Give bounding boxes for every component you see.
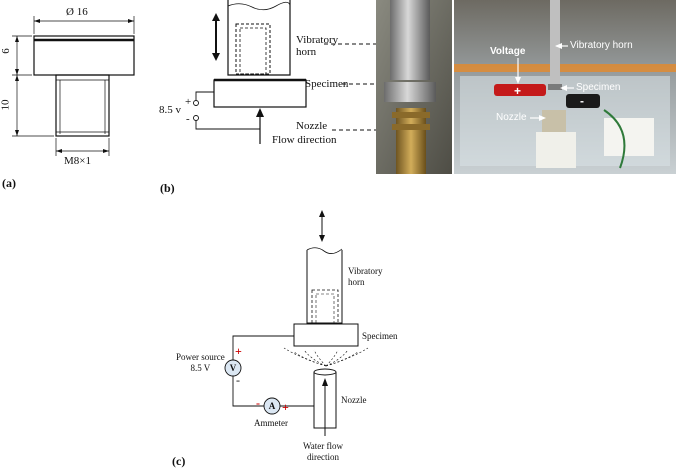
ammeter-plus: + [282,400,289,414]
diameter-label: Ø 16 [66,6,88,18]
terminal-minus [193,115,199,121]
voltmeter-minus: - [236,373,240,387]
b-horn-label: Vibratory horn [296,34,339,58]
terminal-plus [193,100,199,106]
photo-specimen-label: Specimen [576,82,621,93]
panel-c-letter: (c) [172,454,186,468]
b-specimen-label: Specimen [305,78,349,90]
ammeter-symbol [263,397,281,415]
photo-setup: Voltage Vibratory horn Specimen Nozzle +… [454,0,676,174]
panel-b-letter: (b) [160,181,175,195]
photo-plus-sign: + [514,84,522,98]
thread-label: M8×1 [64,155,91,167]
c-water-flow-label: Water flow direction [303,441,344,462]
photo-closeup-image [376,0,452,174]
c-nozzle-label: Nozzle [341,395,367,405]
photo-nozzle-label: Nozzle [496,112,527,123]
ammeter-letter: A [268,401,276,411]
b-plus-label: + [185,96,192,108]
voltmeter-letter: V [229,363,237,373]
photo-minus-sign: - [580,94,584,108]
photo-voltage-label: Voltage [490,46,526,57]
photo-setup-image [454,0,676,174]
circuit-wire-bottom [195,121,260,130]
panel-a-letter: (a) [2,176,16,190]
c-wire-top [232,335,294,360]
ammeter-minus: - [256,396,260,410]
water-spray [283,347,327,367]
c-wire-left [232,376,264,407]
c-horn-label: Vibratory horn [348,266,383,287]
b-flow-label: Flow direction [272,134,337,146]
c-specimen-block [293,323,359,347]
b-minus-label: - [186,113,190,125]
b-nozzle-label: Nozzle [296,120,328,132]
circuit-wire-top [195,91,214,100]
voltmeter-plus: + [235,344,242,358]
c-ammeter-label: Ammeter [254,418,288,428]
specimen-stem [55,74,110,137]
photo-horn-label: Vibratory horn [570,40,633,51]
c-specimen-label: Specimen [362,331,398,341]
photo-closeup [376,0,452,174]
voltmeter-symbol [224,359,242,377]
vibratory-horn [227,0,291,76]
b-voltage-label: 8.5 v [159,104,181,116]
c-power-source-label: Power source 8.5 V [176,352,225,373]
